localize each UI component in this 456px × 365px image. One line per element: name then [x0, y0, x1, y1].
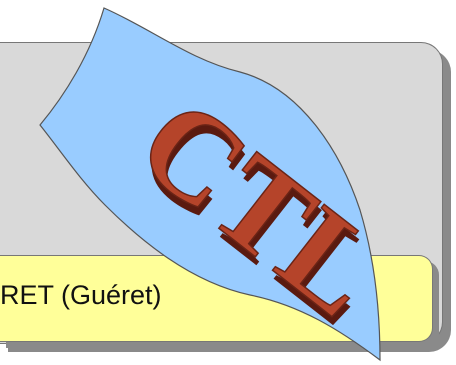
caption-text: RET (Guéret) [0, 280, 162, 310]
